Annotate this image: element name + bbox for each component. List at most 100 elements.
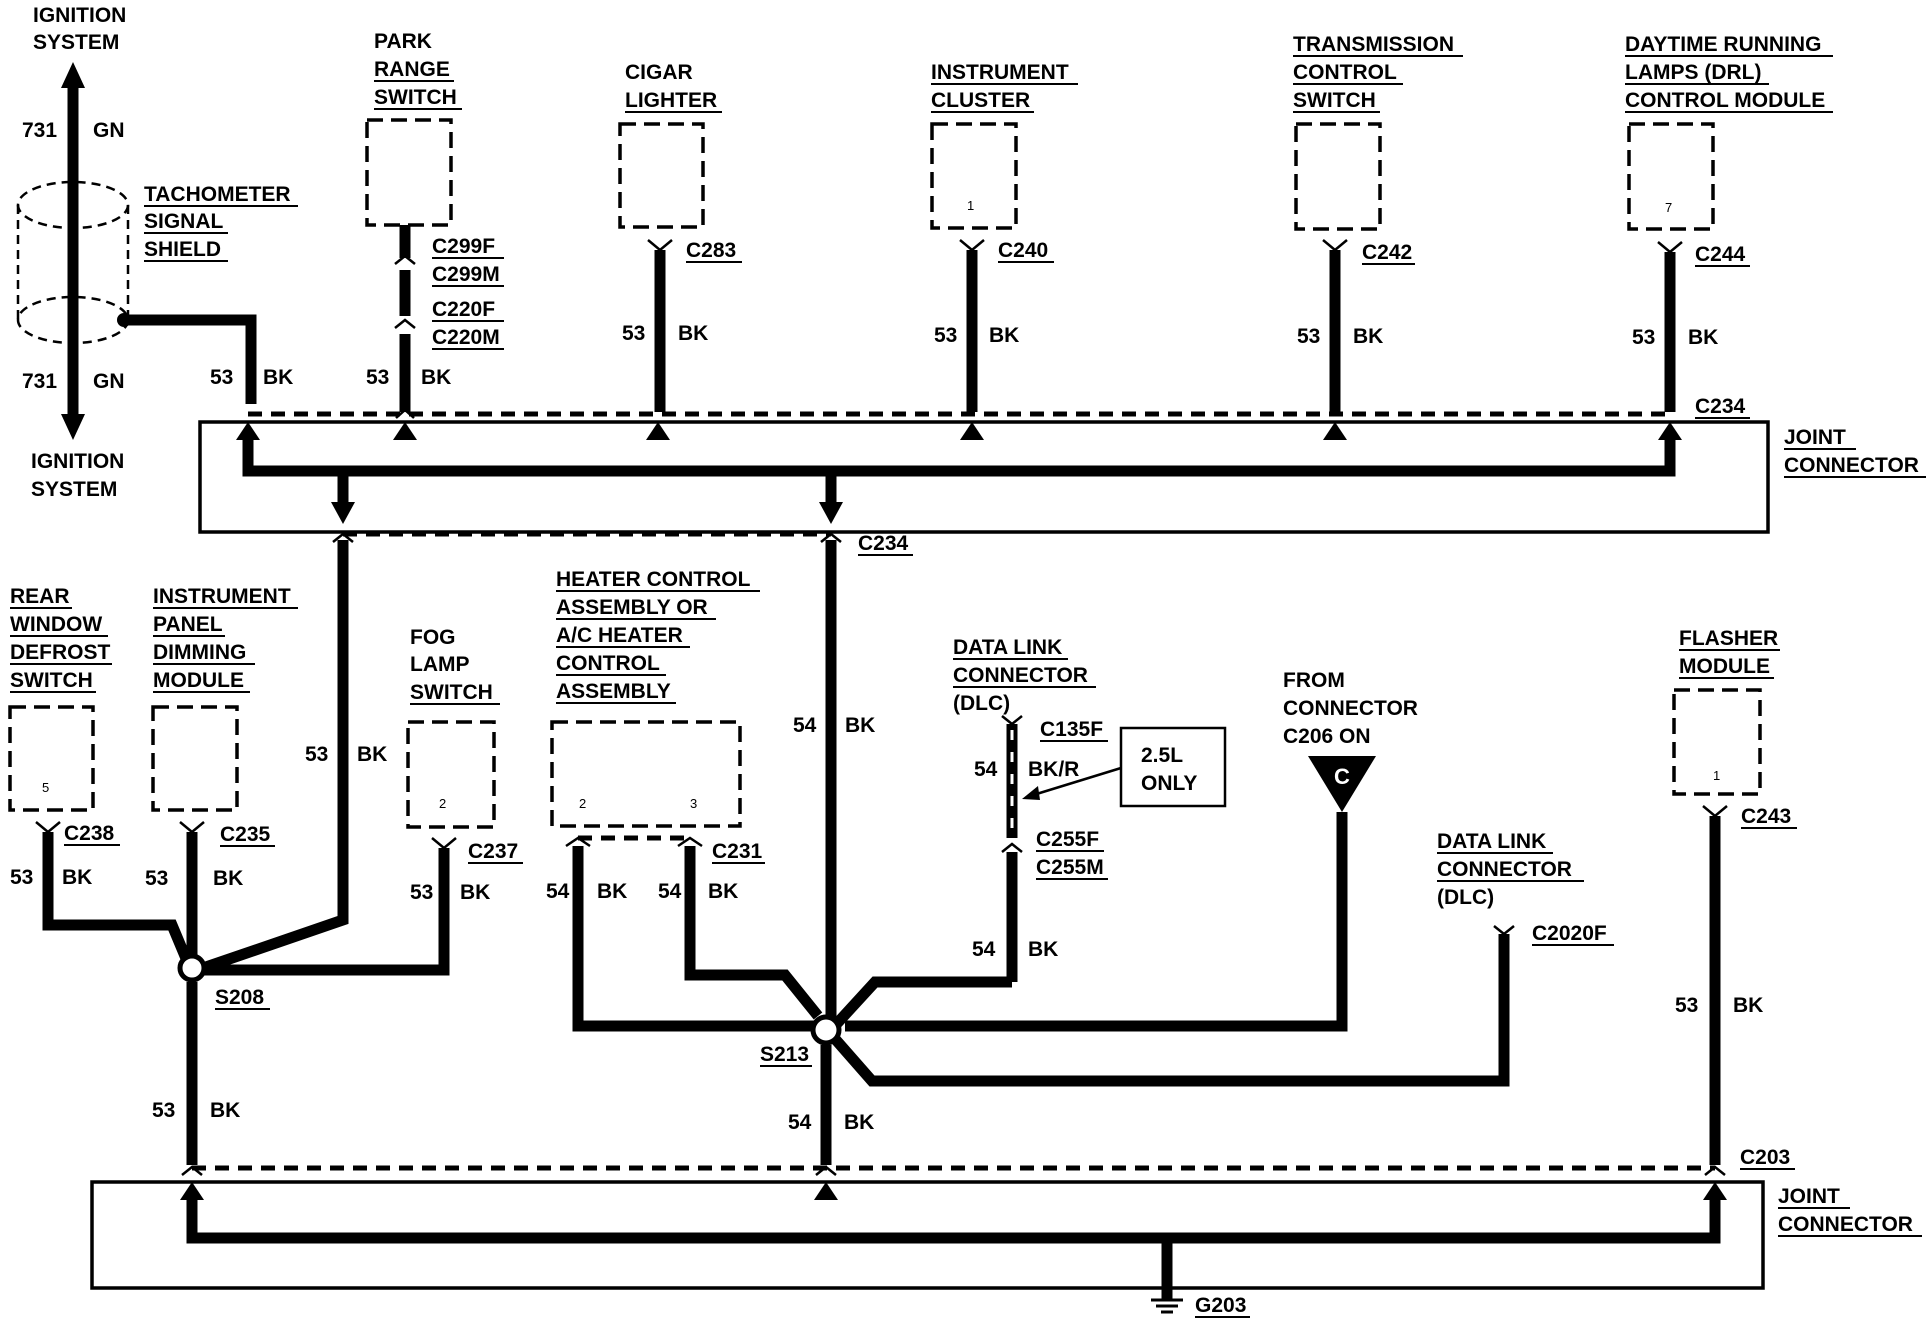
svg-text:C2020F: C2020F [1532, 922, 1607, 945]
park-wire-color: BK [421, 366, 451, 389]
fog-lamp-label: FOG LAMP SWITCH [410, 626, 500, 705]
drl-pin: 7 [1665, 200, 1672, 215]
note-box [1119, 726, 1227, 808]
svg-text:JOINT: JOINT [1778, 1185, 1840, 1208]
c299-c220-labels: C299F C299M C220F C220M [432, 235, 504, 350]
svg-text:CONNECTOR: CONNECTOR [1437, 858, 1572, 881]
g203: G203 [1195, 1294, 1250, 1318]
park-wire-circuit: 53 [366, 366, 389, 389]
ign-top-circuit: 731 [22, 119, 57, 142]
svg-text:FLASHER: FLASHER [1679, 627, 1778, 650]
svg-text:C244: C244 [1695, 243, 1746, 266]
fog-pin: 2 [439, 796, 446, 811]
svg-text:TRANSMISSION: TRANSMISSION [1293, 33, 1454, 56]
svg-text:DATA LINK: DATA LINK [1437, 830, 1546, 853]
svg-text:(DLC): (DLC) [1437, 886, 1494, 909]
dlc-bottom-wire [831, 934, 1510, 1087]
svg-text:SWITCH: SWITCH [1293, 89, 1376, 112]
heater-pin-a: 2 [579, 796, 586, 811]
svg-text:(DLC): (DLC) [953, 692, 1010, 715]
svg-text:DIMMING: DIMMING [153, 641, 246, 664]
svg-text:C255F: C255F [1036, 828, 1099, 851]
ignition-wire [61, 62, 85, 440]
svg-text:C238: C238 [64, 822, 115, 845]
ipdim-wire-color: BK [213, 867, 243, 890]
rear-defrost-wire [42, 832, 196, 971]
transmission-switch-label: TRANSMISSION CONTROL SWITCH [1293, 33, 1463, 113]
trans-wire-color: BK [1353, 325, 1383, 348]
s208-down-color: BK [210, 1099, 240, 1122]
flasher-wire-color: BK [1733, 994, 1763, 1017]
c2020f: C2020F [1532, 922, 1614, 946]
svg-text:CIGAR: CIGAR [625, 61, 693, 84]
c206-wire [845, 812, 1348, 1032]
joint-connector-bottom [90, 1180, 1765, 1290]
c135f: C135F [1040, 718, 1108, 742]
drl-wire-circuit: 53 [1632, 326, 1655, 349]
svg-text:C235: C235 [220, 823, 271, 846]
from-connector-label: FROM CONNECTOR C206 ON [1283, 669, 1418, 748]
ign-bot-circuit: 731 [22, 370, 57, 393]
heater-control-box [550, 720, 742, 828]
shield-wire-color: BK [263, 366, 293, 389]
flasher-pin: 1 [1713, 768, 1720, 783]
cluster-wire-circuit: 53 [934, 324, 957, 347]
c203: C203 [1740, 1146, 1795, 1170]
cigar-lighter-label: CIGAR LIGHTER [625, 61, 722, 113]
svg-text:C220F: C220F [432, 298, 495, 321]
c206-letter: C [1334, 764, 1350, 789]
svg-text:C234: C234 [1695, 395, 1746, 418]
svg-text:S213: S213 [760, 1043, 809, 1066]
rear-defrost-label: REAR WINDOW DEFROST SWITCH [10, 585, 112, 693]
heater-pin-b: 3 [690, 796, 697, 811]
rear-wire-circuit: 53 [10, 866, 33, 889]
s213-down-circuit: 54 [788, 1111, 812, 1134]
cigar-lighter-box [618, 122, 705, 229]
svg-text:FROM: FROM [1283, 669, 1345, 692]
fog-lamp-box [406, 720, 496, 829]
svg-text:LAMPS (DRL): LAMPS (DRL) [1625, 61, 1761, 84]
svg-text:C243: C243 [1741, 805, 1791, 828]
svg-text:CONNECTOR: CONNECTOR [1283, 697, 1418, 720]
joint-connector-bottom-label: JOINT CONNECTOR [1778, 1185, 1922, 1237]
svg-text:C206 ON: C206 ON [1283, 725, 1371, 748]
note-line-1: 2.5L [1141, 744, 1183, 767]
joint-top-arrows [236, 422, 1682, 440]
drl-module-label: DAYTIME RUNNING LAMPS (DRL) CONTROL MODU… [1625, 33, 1833, 113]
flasher-module-label: FLASHER MODULE [1679, 627, 1780, 679]
svg-text:CONTROL: CONTROL [556, 652, 660, 675]
svg-text:C242: C242 [1362, 241, 1412, 264]
svg-text:INSTRUMENT: INSTRUMENT [153, 585, 291, 608]
c283: C283 [686, 239, 742, 263]
ignition-top-label: IGNITION SYSTEM [33, 4, 126, 54]
svg-text:C237: C237 [468, 840, 518, 863]
note-arrow [1029, 766, 1122, 798]
svg-text:LAMP: LAMP [410, 653, 470, 676]
instrument-cluster-label: INSTRUMENT CLUSTER [931, 61, 1078, 113]
svg-text:IGNITION: IGNITION [31, 450, 124, 473]
svg-text:C283: C283 [686, 239, 736, 262]
svg-text:RANGE: RANGE [374, 58, 450, 81]
c206-triangle [1308, 756, 1376, 812]
svg-text:CONNECTOR: CONNECTOR [1778, 1213, 1913, 1236]
trans-wire-circuit: 53 [1297, 325, 1320, 348]
svg-text:CLUSTER: CLUSTER [931, 89, 1030, 112]
c234-bottom: C234 [858, 532, 913, 556]
c240: C240 [998, 239, 1054, 263]
svg-text:A/C HEATER: A/C HEATER [556, 624, 683, 647]
flasher-wire-circuit: 53 [1675, 994, 1698, 1017]
svg-text:SWITCH: SWITCH [410, 681, 493, 704]
svg-text:C231: C231 [712, 840, 763, 863]
rear-defrost-box [8, 705, 95, 812]
joint-top-bus [242, 435, 1676, 477]
c255-labels: C255F C255M [1036, 828, 1108, 880]
transmission-switch-box [1294, 122, 1382, 231]
dlc-low-circuit: 54 [972, 938, 996, 961]
svg-text:DEFROST: DEFROST [10, 641, 111, 664]
svg-text:PARK: PARK [374, 30, 432, 53]
cigar-wire-color: BK [678, 322, 708, 345]
svg-text:JOINT: JOINT [1784, 426, 1846, 449]
dlc-mid-color: BK/R [1028, 758, 1079, 781]
svg-text:PANEL: PANEL [153, 613, 223, 636]
svg-text:C220M: C220M [432, 326, 500, 349]
